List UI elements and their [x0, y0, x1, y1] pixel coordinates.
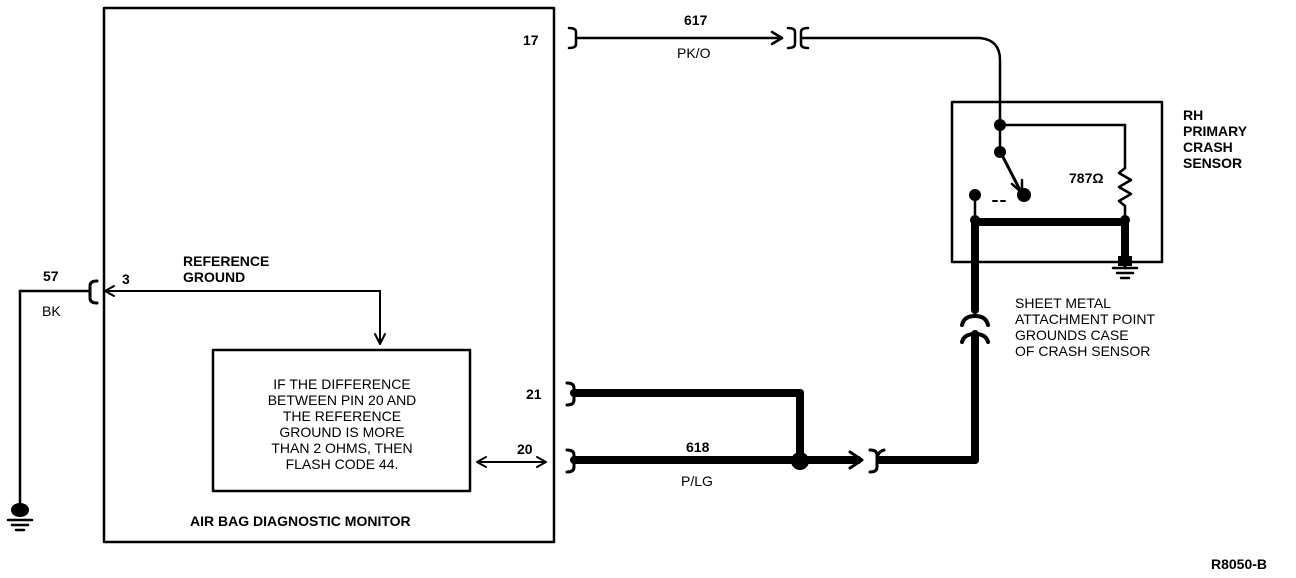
wire-57-color: BK: [42, 303, 61, 319]
wire-21: [565, 381, 804, 464]
splice-dot: [791, 452, 809, 470]
pin20-arrow: [476, 456, 547, 468]
resistor-label: 787Ω: [1069, 170, 1104, 186]
sensor-title: RH PRIMARY CRASH SENSOR: [1183, 107, 1248, 171]
wire-57: [6, 279, 99, 532]
pin-17-label: 17: [523, 32, 539, 48]
left-ground-blob: [11, 503, 29, 517]
sensor-internals: [973, 123, 1133, 222]
pin-21-label: 21: [526, 386, 542, 402]
vertical-connector: [960, 314, 990, 464]
diagnostic-note: IF THE DIFFERENCE BETWEEN PIN 20 AND THE…: [267, 376, 417, 472]
sensor-node-switch: [994, 146, 1006, 158]
pin-20-label: 20: [517, 441, 533, 457]
reference-ground-line: [104, 285, 386, 345]
case-ground-bar: [971, 218, 1129, 266]
sensor-node-left: [969, 189, 981, 201]
sensor-node-resistor: [1120, 215, 1130, 225]
monitor-title: AIR BAG DIAGNOSTIC MONITOR: [190, 513, 411, 529]
wire-618-number: 618: [686, 439, 710, 455]
note-box: [211, 348, 472, 493]
wire-618: [565, 448, 979, 474]
pin-3-label: 3: [122, 271, 130, 287]
monitor-box: [102, 6, 556, 544]
reference-ground-label: REFERENCE GROUND: [183, 253, 270, 285]
wire-617-color: PK/O: [677, 45, 711, 61]
sensor-node-contact: [1017, 188, 1031, 202]
wire-617: [567, 26, 1002, 127]
sensor-box: [950, 100, 1164, 264]
wire-618-color: P/LG: [681, 473, 713, 489]
attachment-note: SHEET METAL ATTACHMENT POINT GROUNDS CAS…: [1015, 295, 1155, 359]
wire-617-number: 617: [684, 12, 708, 28]
sensor-ground-blob: [1118, 256, 1132, 266]
figure-id: R8050-B: [1211, 556, 1268, 572]
sensor-node-bottom: [970, 215, 980, 225]
wire-57-number: 57: [43, 268, 59, 284]
sensor-node-top: [994, 119, 1006, 131]
